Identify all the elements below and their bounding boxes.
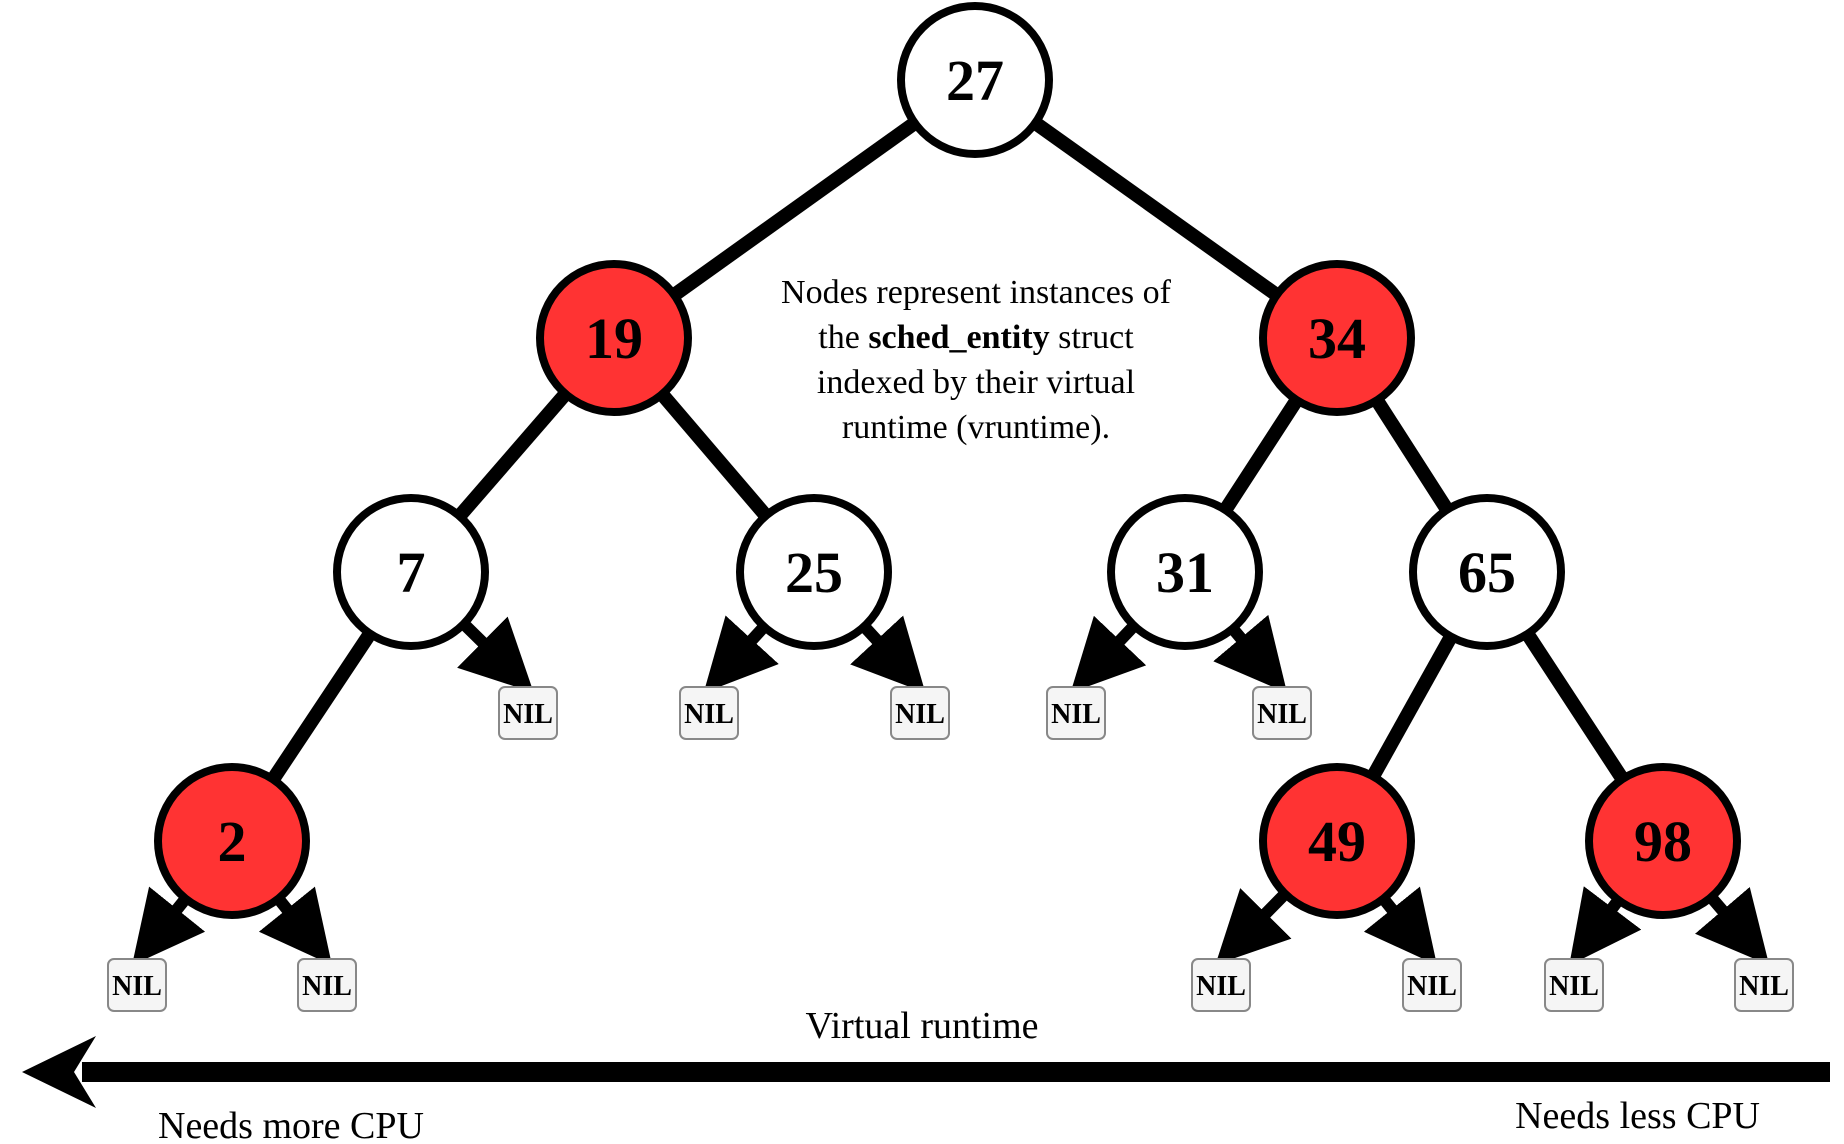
- nil-pointer-arrow-nil2r: [258, 886, 333, 966]
- nil-pointer-arrow-nil49r: [1363, 886, 1438, 966]
- nil-box: [498, 686, 558, 740]
- nil-leaf-nil2l: NIL: [107, 958, 167, 1012]
- node-key: 65: [1458, 540, 1516, 605]
- nil-box: [1046, 686, 1106, 740]
- node-circle-red: [1585, 763, 1741, 919]
- node-circle-black: [1409, 494, 1565, 650]
- nil-leaf-nil49l: NIL: [1191, 958, 1251, 1012]
- nil-pointer-arrow-nil2l: [131, 886, 206, 966]
- tree-node-31: 31: [1107, 494, 1263, 650]
- nil-leaf-nil7r: NIL: [498, 686, 558, 740]
- nil-leaf-nil98r: NIL: [1734, 958, 1794, 1012]
- nil-box: [107, 958, 167, 1012]
- nil-box: [297, 958, 357, 1012]
- nil-label: NIL: [503, 699, 553, 730]
- nil-label: NIL: [1549, 971, 1599, 1002]
- node-key: 2: [218, 809, 247, 874]
- tree-node-2: 2: [154, 763, 310, 919]
- left-axis-caption: Needs more CPU: [158, 1105, 424, 1144]
- nil-pointer-arrow-nil31l: [1070, 615, 1147, 693]
- nil-label: NIL: [1407, 971, 1457, 1002]
- nil-box: [1402, 958, 1462, 1012]
- nil-pointer-arrow-nil49l: [1215, 885, 1294, 965]
- nil-leaf-nil31r: NIL: [1252, 686, 1312, 740]
- sched-entity-term: sched_entity: [868, 319, 1049, 356]
- nil-leaf-nil49r: NIL: [1402, 958, 1462, 1012]
- nil-box: [890, 686, 950, 740]
- node-key: 49: [1308, 809, 1366, 874]
- node-circle-black: [333, 494, 489, 650]
- nil-pointer-arrow-nil98l: [1569, 886, 1642, 966]
- nil-label: NIL: [1739, 971, 1789, 1002]
- nil-label: NIL: [302, 971, 352, 1002]
- node-key: 25: [785, 540, 843, 605]
- nil-leaf-nil98l: NIL: [1544, 958, 1604, 1012]
- note-line-4: runtime (vruntime).: [842, 409, 1110, 446]
- nil-box: [1191, 958, 1251, 1012]
- nil-leaf-nil31l: NIL: [1046, 686, 1106, 740]
- nil-label: NIL: [1257, 699, 1307, 730]
- nil-box: [1544, 958, 1604, 1012]
- nil-pointer-arrow-nil25l: [703, 615, 779, 693]
- nil-pointer-arrow-nil98r: [1695, 886, 1770, 966]
- tree-node-25: 25: [736, 494, 892, 650]
- nil-label: NIL: [112, 971, 162, 1002]
- node-circle-black: [1107, 494, 1263, 650]
- node-circle-black: [897, 2, 1053, 158]
- node-circle-black: [736, 494, 892, 650]
- nil-leaf-nil2r: NIL: [297, 958, 357, 1012]
- tree-node-49: 49: [1259, 763, 1415, 919]
- node-key: 31: [1156, 540, 1214, 605]
- nil-label: NIL: [1196, 971, 1246, 1002]
- node-key: 19: [585, 306, 643, 371]
- nil-label: NIL: [1051, 699, 1101, 730]
- tree-node-34: 34: [1259, 260, 1415, 416]
- tree-node-65: 65: [1409, 494, 1565, 650]
- tree-node-7: 7: [333, 494, 489, 650]
- note-line-1: Nodes represent instances of: [781, 274, 1172, 311]
- tree-node-27: 27: [897, 2, 1053, 158]
- nil-box: [1734, 958, 1794, 1012]
- tree-node-19: 19: [536, 260, 692, 416]
- nil-pointer-arrow-nil31r: [1213, 614, 1288, 694]
- nil-label: NIL: [684, 699, 734, 730]
- node-key: 7: [397, 540, 426, 605]
- note-line-2: the sched_entity struct: [818, 319, 1134, 356]
- right-axis-caption: Needs less CPU: [1515, 1095, 1760, 1137]
- node-key: 98: [1634, 809, 1692, 874]
- node-key: 27: [946, 48, 1004, 113]
- tree-node-98: 98: [1585, 763, 1741, 919]
- nil-leaf-nil25r: NIL: [890, 686, 950, 740]
- node-circle-red: [1259, 260, 1415, 416]
- nil-pointer-arrow-nil25r: [850, 615, 926, 693]
- nil-box: [679, 686, 739, 740]
- virtual-runtime-axis: Virtual runtime Needs more CPU Needs les…: [22, 1005, 1830, 1144]
- node-circle-red: [536, 260, 692, 416]
- node-circle-red: [1259, 763, 1415, 919]
- nil-label: NIL: [895, 699, 945, 730]
- note-line-3: indexed by their virtual: [817, 364, 1135, 401]
- nil-leaf-nil25l: NIL: [679, 686, 739, 740]
- axis-label: Virtual runtime: [805, 1005, 1038, 1047]
- node-circle-red: [154, 763, 310, 919]
- nil-box: [1252, 686, 1312, 740]
- axis-arrow-head: [22, 1036, 96, 1108]
- description-note: Nodes represent instances of the sched_e…: [781, 274, 1172, 446]
- nil-pointer-arrow-nil7r: [455, 615, 534, 693]
- node-key: 34: [1308, 306, 1366, 371]
